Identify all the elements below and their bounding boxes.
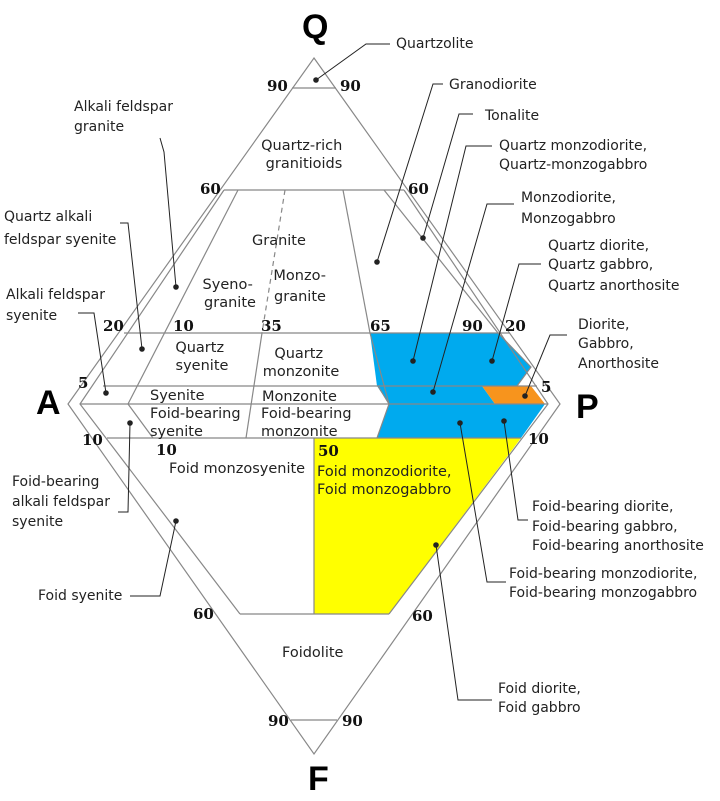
tick-q90-mid: 90 <box>462 317 483 335</box>
field-quartz-syenite: Quartz syenite <box>175 340 228 374</box>
field-quartz-diorite-fill <box>370 333 531 386</box>
field-foid-bearing-monzonite: Foid-bearing monzonite <box>261 406 356 440</box>
tick-p5: 5 <box>541 378 551 396</box>
field-foid-diorite-fill <box>314 438 521 614</box>
tick-q60-left: 60 <box>200 180 221 198</box>
tick-q60-right: 60 <box>408 180 429 198</box>
apex-p: P <box>576 388 599 426</box>
field-quartz-monzonite: Quartz monzonite <box>263 346 340 380</box>
div-65-q <box>342 189 371 334</box>
tick-f90-left: 90 <box>268 712 289 730</box>
tick-q10: 10 <box>173 317 194 335</box>
field-syenogranite: Syeno- granite <box>203 277 258 311</box>
field-diorite-fill <box>482 386 545 404</box>
callout-quartz-alkali-feldspar-syenite: Quartz alkali feldspar syenite <box>4 209 116 248</box>
tick-q90-left: 90 <box>267 77 288 95</box>
tick-f60-left: 60 <box>193 605 214 623</box>
field-syenite: Syenite <box>150 388 205 404</box>
tick-q90-right: 90 <box>340 77 361 95</box>
callout-quartz-diorite: Quartz diorite, Quartz gabbro, Quartz an… <box>548 238 680 294</box>
line-inner-left <box>79 189 241 615</box>
tick-f90-right: 90 <box>342 712 363 730</box>
field-granite: Granite <box>252 233 306 249</box>
tick-q20-right: 20 <box>505 317 526 335</box>
tick-q35: 35 <box>261 317 282 335</box>
field-foid-bearing-syenite: Foid-bearing syenite <box>150 406 245 440</box>
callout-foid-diorite: Foid diorite, Foid gabbro <box>498 681 585 716</box>
tick-p10: 10 <box>528 430 549 448</box>
tick-f50: 50 <box>318 442 339 460</box>
line-inner-right <box>388 189 549 615</box>
tick-q65: 65 <box>370 317 391 335</box>
field-foidolite: Foidolite <box>282 645 344 661</box>
tick-f60-right: 60 <box>412 607 433 625</box>
callout-foid-bearing-diorite: Foid-bearing diorite, Foid-bearing gabbr… <box>532 499 704 554</box>
field-monzonite: Monzonite <box>262 389 337 405</box>
qapf-outline <box>67 56 561 756</box>
callout-quartz-monzodiorite: Quartz monzodiorite, Quartz-monzogabbro <box>499 138 652 173</box>
callout-alkali-feldspar-granite: Alkali feldspar granite <box>74 99 177 135</box>
callout-alkali-feldspar-syenite: Alkali feldspar syenite <box>6 287 109 324</box>
tick-a5: 5 <box>78 374 88 392</box>
div-monz-step <box>377 385 390 405</box>
apex-q: Q <box>302 8 328 46</box>
apex-a: A <box>36 384 61 422</box>
callout-tonalite: Tonalite <box>484 108 539 124</box>
field-foid-monzosyenite: Foid monzosyenite <box>169 461 305 477</box>
field-foid-monzodiorite: Foid monzodiorite, Foid monzogabbro <box>317 464 456 498</box>
callout-granodiorite: Granodiorite <box>449 77 537 93</box>
callout-diorite: Diorite, Gabbro, Anorthosite <box>578 317 659 372</box>
div-35-low <box>245 332 263 439</box>
field-quartz-rich: Quartz-rich granitioids <box>261 138 347 172</box>
field-monzogranite: Monzo- granite <box>273 268 330 305</box>
div-35-q <box>261 189 286 334</box>
div-90-q <box>383 189 499 334</box>
callout-foid-bearing-monzodiorite: Foid-bearing monzodiorite, Foid-bearing … <box>509 566 702 601</box>
callout-monzodiorite: Monzodiorite, Monzogabbro <box>521 190 620 227</box>
apex-f: F <box>308 760 329 798</box>
div-90-low <box>497 332 532 387</box>
field-foid-bearing-diorite-fill <box>377 386 545 438</box>
callout-foid-bearing-alkali-feldspar-syenite: Foid-bearing alkali feldspar syenite <box>12 474 114 530</box>
tick-q20-left: 20 <box>103 317 124 335</box>
callout-quartzolite: Quartzolite <box>396 36 474 52</box>
tick-f10: 10 <box>156 441 177 459</box>
callout-foid-syenite: Foid syenite <box>38 588 122 604</box>
callout-leaders <box>78 43 567 701</box>
div-10-q <box>127 189 239 405</box>
div-10-low <box>127 403 154 439</box>
tick-a10: 10 <box>82 431 103 449</box>
